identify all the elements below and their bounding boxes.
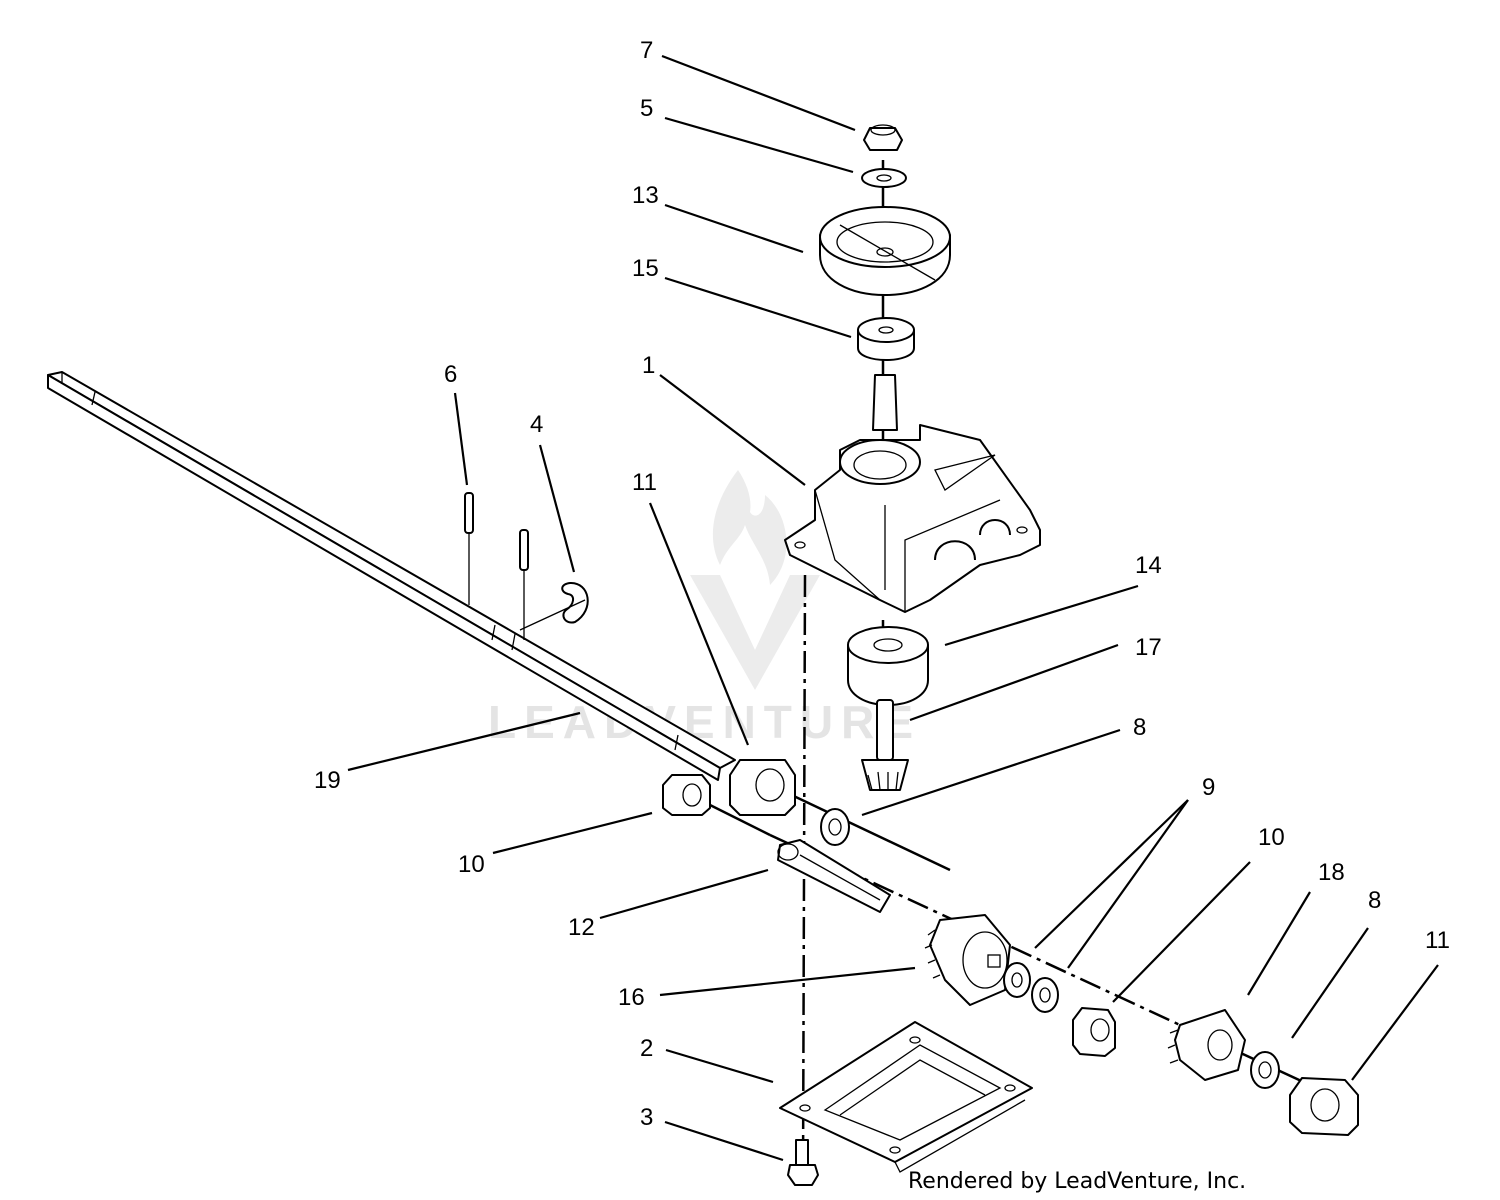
callout-3: 3 bbox=[640, 1104, 653, 1131]
callout-7: 7 bbox=[640, 37, 653, 64]
axle-axis-left bbox=[699, 798, 771, 837]
callout-13: 13 bbox=[632, 182, 659, 209]
part-2-cover bbox=[779, 1021, 1033, 1173]
callout-16: 16 bbox=[618, 984, 645, 1011]
callout-11-right: 11 bbox=[1425, 927, 1450, 954]
part-16-gear bbox=[924, 914, 1011, 1006]
callout-10-right: 10 bbox=[1258, 824, 1285, 851]
callout-6: 6 bbox=[444, 361, 457, 388]
callout-19: 19 bbox=[314, 767, 341, 794]
part-4-clip bbox=[519, 581, 589, 631]
part-11-bushing-right bbox=[1289, 1077, 1359, 1136]
callout-4: 4 bbox=[530, 411, 543, 438]
callout-11-left: 11 bbox=[632, 469, 657, 496]
callout-17: 17 bbox=[1135, 634, 1162, 661]
callout-15: 15 bbox=[632, 255, 659, 282]
callout-1: 1 bbox=[642, 352, 655, 379]
part-9-washers bbox=[1003, 962, 1059, 1013]
callout-18: 18 bbox=[1318, 859, 1345, 886]
watermark-text: LEADVENTURE bbox=[488, 696, 921, 748]
part-18-gear bbox=[1167, 1009, 1246, 1081]
callout-10-left: 10 bbox=[458, 851, 485, 878]
part-7-nut bbox=[863, 124, 903, 151]
callout-9: 9 bbox=[1202, 774, 1215, 801]
vertical-axis-dashed bbox=[801, 574, 807, 1181]
callout-8-left: 8 bbox=[1133, 714, 1146, 741]
callout-5: 5 bbox=[640, 95, 653, 122]
part-1-housing bbox=[784, 374, 1041, 613]
part-15-spacer bbox=[857, 317, 915, 361]
part-10-bushing-right bbox=[1072, 1007, 1116, 1057]
part-12-axle bbox=[777, 839, 891, 913]
render-credit: Rendered by LeadVenture, Inc. bbox=[908, 1169, 1246, 1194]
part-19-shaft bbox=[47, 371, 736, 781]
part-5-washer bbox=[861, 168, 907, 188]
part-8-washer-left bbox=[820, 808, 850, 846]
part-3-bolt bbox=[787, 1139, 819, 1186]
part-13-pulley bbox=[819, 206, 951, 296]
callout-12: 12 bbox=[568, 914, 595, 941]
callout-8-right: 8 bbox=[1368, 887, 1381, 914]
leader-lines bbox=[347, 54, 1439, 1162]
part-11-bushing-left bbox=[729, 759, 796, 816]
part-8-washer-right bbox=[1250, 1051, 1280, 1089]
part-17-pinion bbox=[861, 699, 909, 791]
callout-14: 14 bbox=[1135, 552, 1162, 579]
part-10-bushing-left bbox=[662, 774, 711, 816]
callout-2: 2 bbox=[640, 1035, 653, 1062]
part-14-bearing bbox=[847, 626, 929, 706]
